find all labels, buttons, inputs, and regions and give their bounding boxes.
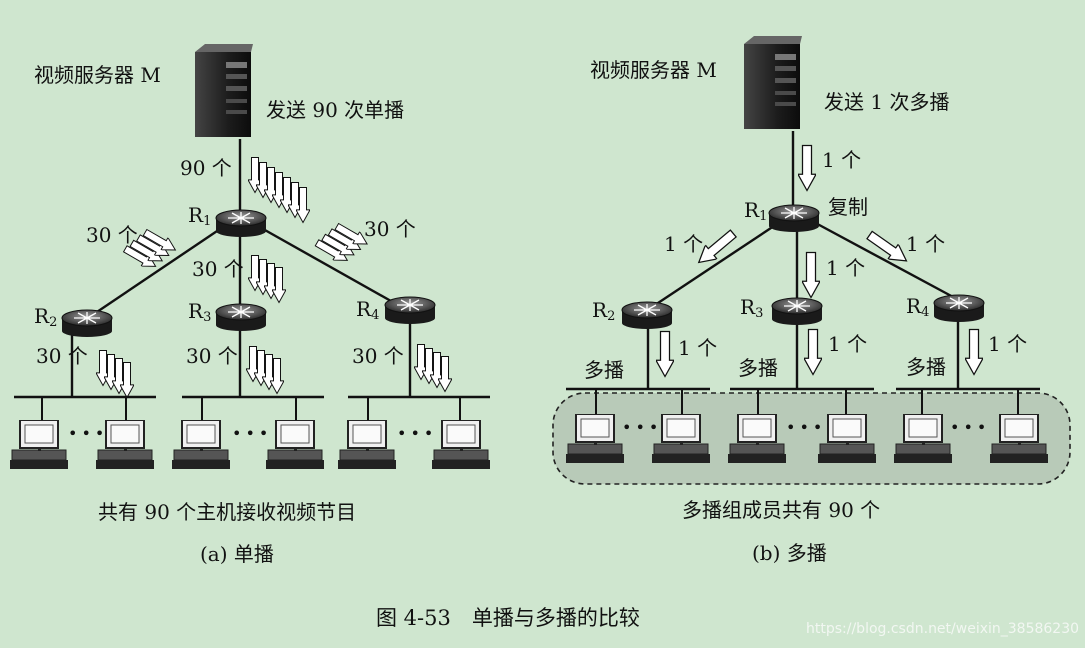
- host-icon: [172, 420, 230, 470]
- multicast-arrow-mid: [802, 251, 820, 299]
- multicast-lan-r4: [894, 387, 1048, 464]
- unicast-caption: (a) 单播: [200, 542, 274, 566]
- unicast-r3-label: R3: [188, 299, 212, 325]
- multicast-arrow-r3: [804, 328, 822, 376]
- multicast-server-label: 视频服务器 M: [590, 58, 717, 82]
- host-icon: [10, 420, 68, 470]
- multicast-count-mid: 1 个: [826, 256, 866, 280]
- unicast-count-left: 30 个: [86, 223, 138, 247]
- multicast-copy-label: 复制: [828, 195, 868, 219]
- r1-r2-link: [87, 224, 227, 319]
- host-icon: [338, 420, 396, 470]
- multicast-r2-label: R2: [592, 298, 616, 324]
- router-r2-icon: [621, 301, 673, 330]
- multicast-label-r2: 多播: [584, 358, 624, 382]
- unicast-count-r3: 30 个: [186, 344, 238, 368]
- unicast-count-90: 90 个: [180, 156, 232, 180]
- r1-r4-link: [255, 223, 399, 307]
- unicast-arrow-bundle-mid: [248, 254, 286, 304]
- multicast-caption: (b) 多播: [752, 541, 827, 565]
- multicast-count-r3: 1 个: [828, 332, 868, 356]
- video-server-icon: [744, 36, 802, 129]
- unicast-lan-r2: [10, 395, 156, 470]
- multicast-count-r2: 1 个: [678, 336, 718, 360]
- figure-caption: 图 4-53 单播与多播的比较: [376, 606, 640, 630]
- multicast-r3-label: R3: [740, 295, 764, 321]
- multicast-summary: 多播组成员共有 90 个: [682, 498, 881, 522]
- multicast-label-r4: 多播: [906, 355, 946, 379]
- ellipsis: •••: [232, 424, 273, 443]
- unicast-count-right: 30 个: [364, 217, 416, 241]
- unicast-r1-label: R1: [188, 203, 212, 229]
- unicast-count-r4: 30 个: [352, 344, 404, 368]
- multicast-send-label: 发送 1 次多播: [824, 90, 950, 114]
- host-icon: [266, 420, 324, 470]
- multicast-arrow-r2: [656, 330, 674, 378]
- ellipsis: •••: [786, 418, 827, 437]
- router-r1-icon: [768, 204, 820, 233]
- multicast-count-left: 1 个: [664, 232, 704, 256]
- unicast-diagram: [10, 44, 490, 470]
- unicast-summary: 共有 90 个主机接收视频节目: [98, 500, 357, 524]
- unicast-lan-r4: [338, 395, 490, 470]
- video-server-icon: [195, 44, 253, 137]
- unicast-r4-label: R4: [356, 297, 380, 323]
- multicast-lan-r2: [566, 387, 710, 464]
- host-icon: [432, 420, 490, 470]
- multicast-label-r3: 多播: [738, 356, 778, 380]
- multicast-r1-label: R1: [744, 198, 768, 224]
- multicast-count-right: 1 个: [906, 232, 946, 256]
- router-r1-icon: [215, 209, 267, 238]
- unicast-server-label: 视频服务器 M: [34, 63, 161, 87]
- multicast-count-r4: 1 个: [988, 332, 1028, 356]
- multicast-arrow-top: [798, 144, 816, 192]
- unicast-arrow-bundle-r4: [414, 343, 452, 393]
- ellipsis: •••: [622, 418, 663, 437]
- unicast-count-mid: 30 个: [192, 257, 244, 281]
- multicast-count-top: 1 个: [822, 148, 862, 172]
- unicast-send-label: 发送 90 次单播: [266, 98, 405, 122]
- router-r3-icon: [215, 303, 267, 332]
- ellipsis: •••: [397, 424, 438, 443]
- unicast-arrow-bundle-r2: [96, 349, 134, 399]
- router-r3-icon: [771, 297, 823, 326]
- multicast-group-region: [552, 392, 1071, 485]
- unicast-lan-r3: [172, 395, 324, 470]
- ellipsis: •••: [950, 418, 991, 437]
- unicast-count-r2: 30 个: [36, 344, 88, 368]
- unicast-r2-label: R2: [34, 304, 58, 330]
- ellipsis: •••: [68, 424, 109, 443]
- multicast-r4-label: R4: [906, 294, 930, 320]
- router-r4-icon: [384, 296, 436, 325]
- multicast-diagram: [552, 36, 1071, 485]
- router-r2-icon: [61, 309, 113, 338]
- watermark: https://blog.csdn.net/weixin_38586230: [806, 621, 1080, 637]
- router-r4-icon: [933, 294, 985, 323]
- multicast-lan-r3: [728, 387, 876, 464]
- multicast-arrow-r4: [965, 328, 983, 376]
- unicast-arrow-bundle-r3: [246, 345, 284, 395]
